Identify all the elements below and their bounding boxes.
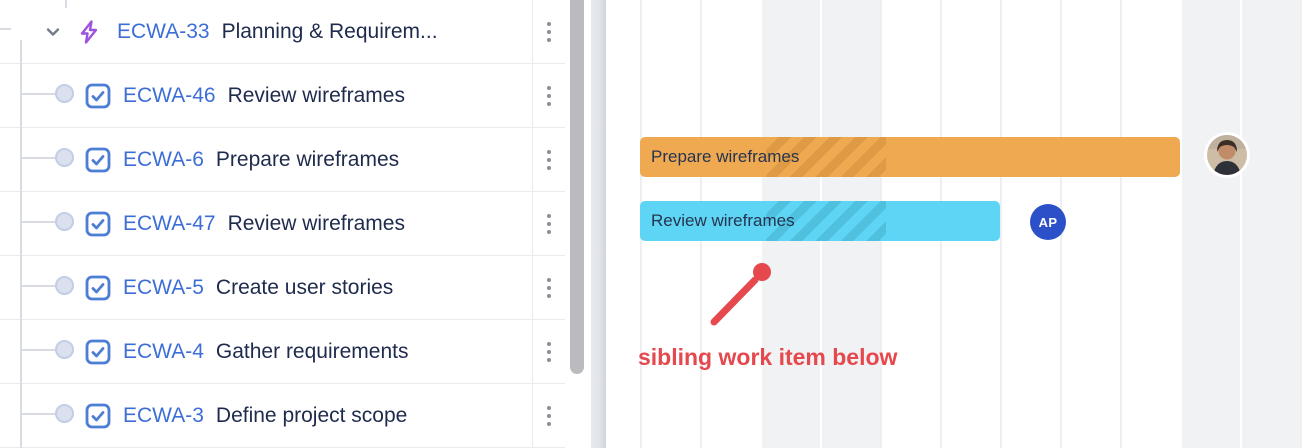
- list-scrollbar-thumb[interactable]: [570, 0, 584, 374]
- more-actions-button[interactable]: [532, 256, 565, 319]
- work-item-summary: Prepare wireframes: [215, 147, 400, 171]
- work-item-key-link[interactable]: ECWA-3: [123, 403, 204, 427]
- assignee-initials-avatar[interactable]: AP: [1030, 204, 1066, 240]
- more-actions-button[interactable]: [532, 0, 565, 63]
- more-actions-button[interactable]: [532, 384, 565, 447]
- work-item-row[interactable]: ECWA-6 Prepare wireframes: [0, 128, 565, 192]
- list-scrollbar-track: [568, 0, 586, 448]
- work-item-key-link[interactable]: ECWA-5: [123, 275, 204, 299]
- assignee-photo-avatar[interactable]: [1207, 135, 1247, 175]
- work-item-key-link[interactable]: ECWA-6: [123, 147, 204, 171]
- non-working-days-hatch: [766, 201, 886, 241]
- work-item-row[interactable]: ECWA-47 Review wireframes: [0, 192, 565, 256]
- timeline-bar[interactable]: Review wireframes: [640, 201, 1000, 241]
- weekend-column: [1180, 0, 1240, 448]
- more-actions-button[interactable]: [532, 128, 565, 191]
- annotation-label: sibling work item below: [638, 344, 898, 370]
- task-checkbox-icon: [85, 211, 111, 237]
- task-checkbox-icon: [85, 339, 111, 365]
- work-item-key-link[interactable]: ECWA-47: [123, 211, 216, 235]
- work-item-summary: Planning & Requirem...: [221, 19, 438, 43]
- work-item-key-link[interactable]: ECWA-46: [123, 83, 216, 107]
- panel-resize-divider[interactable]: [591, 0, 606, 448]
- work-item-summary: Gather requirements: [215, 339, 409, 363]
- chevron-down-icon[interactable]: [44, 23, 62, 41]
- work-item-key-link[interactable]: ECWA-33: [117, 19, 210, 43]
- epic-row[interactable]: ECWA-33 Planning & Requirem...: [0, 0, 565, 64]
- timeline-bar-label: Prepare wireframes: [651, 147, 800, 166]
- task-checkbox-icon: [85, 83, 111, 109]
- work-item-summary: Review wireframes: [227, 83, 405, 107]
- workday-column: [1060, 0, 1120, 448]
- task-checkbox-icon: [85, 275, 111, 301]
- weekend-column: [1240, 0, 1300, 448]
- more-actions-button[interactable]: [532, 192, 565, 255]
- work-item-key-link[interactable]: ECWA-4: [123, 339, 204, 363]
- work-item-summary: Review wireframes: [227, 211, 405, 235]
- work-item-row[interactable]: ECWA-4 Gather requirements: [0, 320, 565, 384]
- more-actions-button[interactable]: [532, 64, 565, 127]
- work-item-row[interactable]: ECWA-5 Create user stories: [0, 256, 565, 320]
- work-item-row[interactable]: ECWA-46 Review wireframes: [0, 64, 565, 128]
- timeline-bar[interactable]: Prepare wireframes: [640, 137, 1180, 177]
- epic-bolt-icon: [76, 19, 102, 45]
- workday-column: [1300, 0, 1304, 448]
- more-actions-button[interactable]: [532, 320, 565, 383]
- work-item-row[interactable]: ECWA-3 Define project scope: [0, 384, 565, 448]
- workday-column: [1120, 0, 1180, 448]
- work-item-list-panel: ECWA-33 Planning & Requirem... ECWA-46 R…: [0, 0, 565, 448]
- non-working-days-hatch: [766, 137, 886, 177]
- work-item-summary: Create user stories: [215, 275, 394, 299]
- work-item-summary: Define project scope: [215, 403, 408, 427]
- task-checkbox-icon: [85, 403, 111, 429]
- task-checkbox-icon: [85, 147, 111, 173]
- timeline-bar-label: Review wireframes: [651, 211, 795, 230]
